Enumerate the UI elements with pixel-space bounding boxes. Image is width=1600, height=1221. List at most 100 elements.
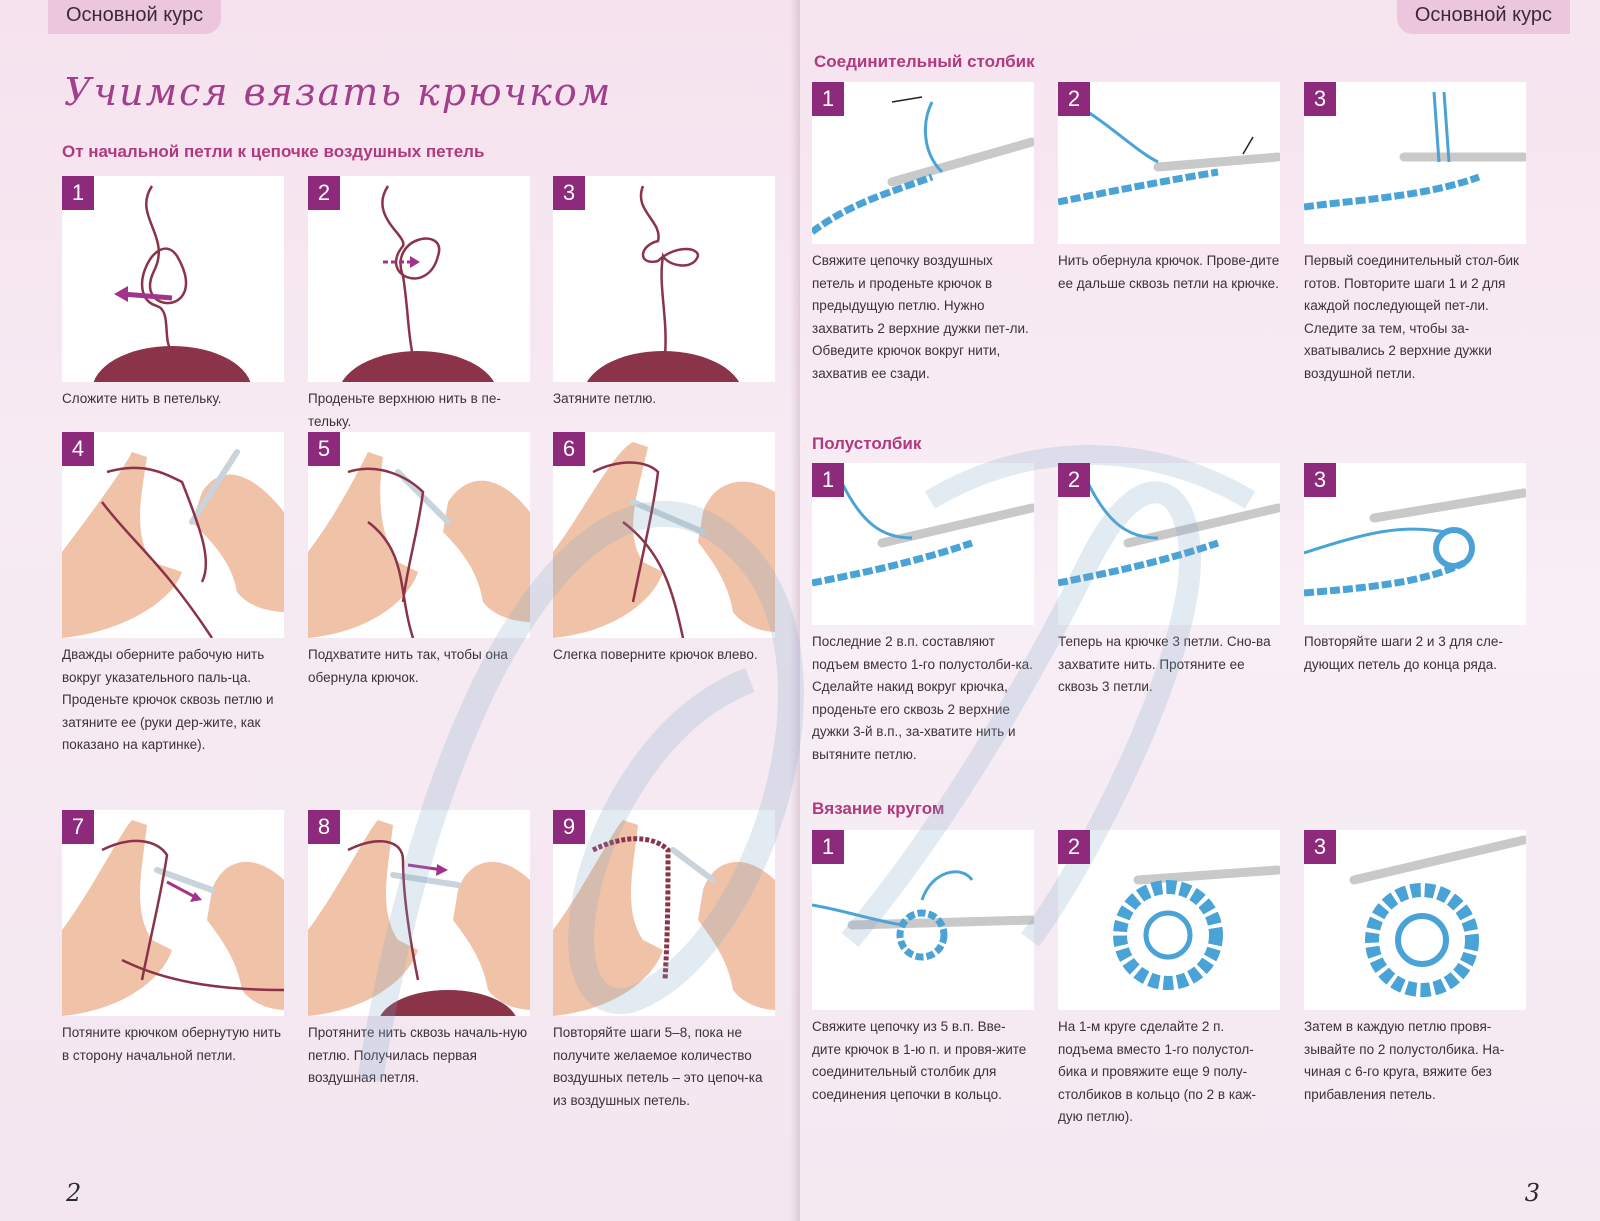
step-caption: На 1-м круге сделайте 2 п. подъема вмест… xyxy=(1058,1019,1257,1124)
step-image: 2 xyxy=(1058,82,1280,244)
step-caption: Свяжите цепочку из 5 в.п. Вве-дите крючо… xyxy=(812,1019,1027,1102)
step-caption: Потяните крючком обернутую нить в сторон… xyxy=(62,1025,282,1063)
step-number: 2 xyxy=(308,176,340,210)
section-title-slip-stitch: Соединительный столбик xyxy=(814,52,1035,71)
crochet-diagram xyxy=(1304,488,1526,597)
yarn-loop-illustration xyxy=(93,185,251,382)
step-number: 7 xyxy=(62,810,94,844)
step-number: 2 xyxy=(1058,830,1090,864)
crochet-diagram xyxy=(1058,110,1280,206)
page-title: Учимся вязать крючком xyxy=(64,70,613,114)
step-caption: Проденьте верхнюю нить в пе-тельку. xyxy=(308,391,501,429)
step-image: 1 xyxy=(812,830,1034,1010)
step-number: 1 xyxy=(812,463,844,497)
right-s2-step-2: 2 Теперь на крючке 3 петли. Сно-ва захва… xyxy=(1058,463,1280,699)
hands-illustration xyxy=(62,449,284,638)
left-page: Основной курс Учимся вязать крючком От н… xyxy=(0,0,800,1221)
crochet-diagram xyxy=(1058,482,1280,587)
left-step-1: 1 Сложите нить в петельку. xyxy=(62,176,284,411)
step-number: 4 xyxy=(62,432,94,466)
right-s1-step-2: 2 Нить обернула крючок. Прове-дите ее да… xyxy=(1058,82,1280,295)
hands-illustration xyxy=(308,820,530,1016)
step-image: 6 xyxy=(553,432,775,638)
step-image: 9 xyxy=(553,810,775,1016)
step-caption: Повторяйте шаги 2 и 3 для сле-дующих пет… xyxy=(1304,634,1503,672)
left-step-7: 7 Потяните крючком обернутую нить в стор… xyxy=(62,810,284,1067)
step-image: 7 xyxy=(62,810,284,1016)
right-s2-step-3: 3 Повторяйте шаги 2 и 3 для сле-дующих п… xyxy=(1304,463,1526,676)
right-s1-step-1: 1 Свяжите цепочку воздушных петель и про… xyxy=(812,82,1034,385)
crochet-diagram xyxy=(1304,91,1526,211)
step-image: 3 xyxy=(553,176,775,382)
right-s2-step-1: 1 Последние 2 в.п. составляют подъем вме… xyxy=(812,463,1034,766)
left-step-8: 8 Протяните нить сквозь началь-ную петлю… xyxy=(308,810,530,1090)
left-step-5: 5 Подхватите нить так, чтобы она обернул… xyxy=(308,432,530,689)
step-image: 2 xyxy=(1058,463,1280,625)
step-image: 1 xyxy=(812,463,1034,625)
step-caption: Нить обернула крючок. Прове-дите ее даль… xyxy=(1058,253,1280,291)
step-number: 8 xyxy=(308,810,340,844)
page-number-right: 3 xyxy=(1524,1179,1540,1207)
left-step-2: 2 Проденьте верхнюю нить в пе-тельку. xyxy=(308,176,530,433)
step-caption: Сложите нить в петельку. xyxy=(62,391,222,406)
crochet-diagram xyxy=(812,482,1034,587)
step-image: 5 xyxy=(308,432,530,638)
header-tab-right: Основной курс xyxy=(1396,0,1570,34)
step-number: 5 xyxy=(308,432,340,466)
yarn-knot-illustration xyxy=(586,185,740,382)
hands-illustration xyxy=(553,820,775,1016)
step-caption: Подхватите нить так, чтобы она обернула … xyxy=(308,647,508,685)
step-number: 2 xyxy=(1058,82,1090,116)
step-caption: Последние 2 в.п. составляют подъем вмест… xyxy=(812,634,1033,762)
right-s3-step-1: 1 Свяжите цепочку из 5 в.п. Вве-дите крю… xyxy=(812,830,1034,1106)
step-image: 3 xyxy=(1304,82,1526,244)
yarn-loop-illustration xyxy=(341,185,495,382)
left-step-6: 6 Слегка поверните крючок влево. xyxy=(553,432,775,667)
page-number-left: 2 xyxy=(66,1179,82,1207)
step-caption: Затяните петлю. xyxy=(553,391,657,406)
step-caption: Первый соединительный стол-бик готов. По… xyxy=(1304,253,1519,381)
step-caption: Свяжите цепочку воздушных петель и проде… xyxy=(812,253,1029,381)
step-caption: Протяните нить сквозь началь-ную петлю. … xyxy=(308,1025,528,1085)
header-tab-left: Основной курс xyxy=(48,0,222,34)
step-number: 2 xyxy=(1058,463,1090,497)
crochet-diagram xyxy=(1349,835,1526,997)
section-subtitle-chain: От начальной петли к цепочке воздушных п… xyxy=(62,142,485,161)
step-caption: Слегка поверните крючок влево. xyxy=(553,647,758,662)
section-title-half-double: Полустолбик xyxy=(812,434,922,453)
crochet-diagram xyxy=(812,870,1034,961)
step-number: 1 xyxy=(62,176,94,210)
left-step-3: 3 Затяните петлю. xyxy=(553,176,775,411)
hands-illustration xyxy=(62,820,284,1016)
step-number: 1 xyxy=(812,830,844,864)
step-number: 6 xyxy=(553,432,585,466)
step-caption: Повторяйте шаги 5–8, пока не получите же… xyxy=(553,1025,763,1108)
right-s1-step-3: 3 Первый соединительный стол-бик готов. … xyxy=(1304,82,1526,385)
step-number: 1 xyxy=(812,82,844,116)
step-caption: Теперь на крючке 3 петли. Сно-ва захвати… xyxy=(1058,634,1271,694)
step-image: 2 xyxy=(1058,830,1280,1010)
step-caption: Дважды оберните рабочую нить вокруг указ… xyxy=(62,647,274,752)
step-image: 3 xyxy=(1304,830,1526,1010)
step-image: 1 xyxy=(62,176,284,382)
step-image: 8 xyxy=(308,810,530,1016)
step-number: 9 xyxy=(553,810,585,844)
right-s3-step-2: 2 На 1-м круге сделайте 2 п. подъема вме… xyxy=(1058,830,1280,1129)
crochet-diagram xyxy=(812,96,1034,235)
step-number: 3 xyxy=(1304,82,1336,116)
step-image: 3 xyxy=(1304,463,1526,625)
left-step-9: 9 Повторяйте шаги 5–8, пока не получите … xyxy=(553,810,775,1112)
crochet-diagram xyxy=(1113,865,1280,990)
step-image: 2 xyxy=(308,176,530,382)
left-step-4: 4 Дважды оберните рабочую нить вокруг ук… xyxy=(62,432,284,757)
step-number: 3 xyxy=(1304,463,1336,497)
step-number: 3 xyxy=(553,176,585,210)
step-caption: Затем в каждую петлю провя-зывайте по 2 … xyxy=(1304,1019,1505,1102)
hands-illustration xyxy=(308,452,530,638)
right-s3-step-3: 3 Затем в каждую петлю провя-зывайте по … xyxy=(1304,830,1526,1106)
step-image: 4 xyxy=(62,432,284,638)
hands-illustration xyxy=(553,442,775,638)
step-number: 3 xyxy=(1304,830,1336,864)
right-page: Основной курс Соединительный столбик 1 С… xyxy=(800,0,1600,1221)
section-title-in-rounds: Вязание кругом xyxy=(812,799,945,818)
